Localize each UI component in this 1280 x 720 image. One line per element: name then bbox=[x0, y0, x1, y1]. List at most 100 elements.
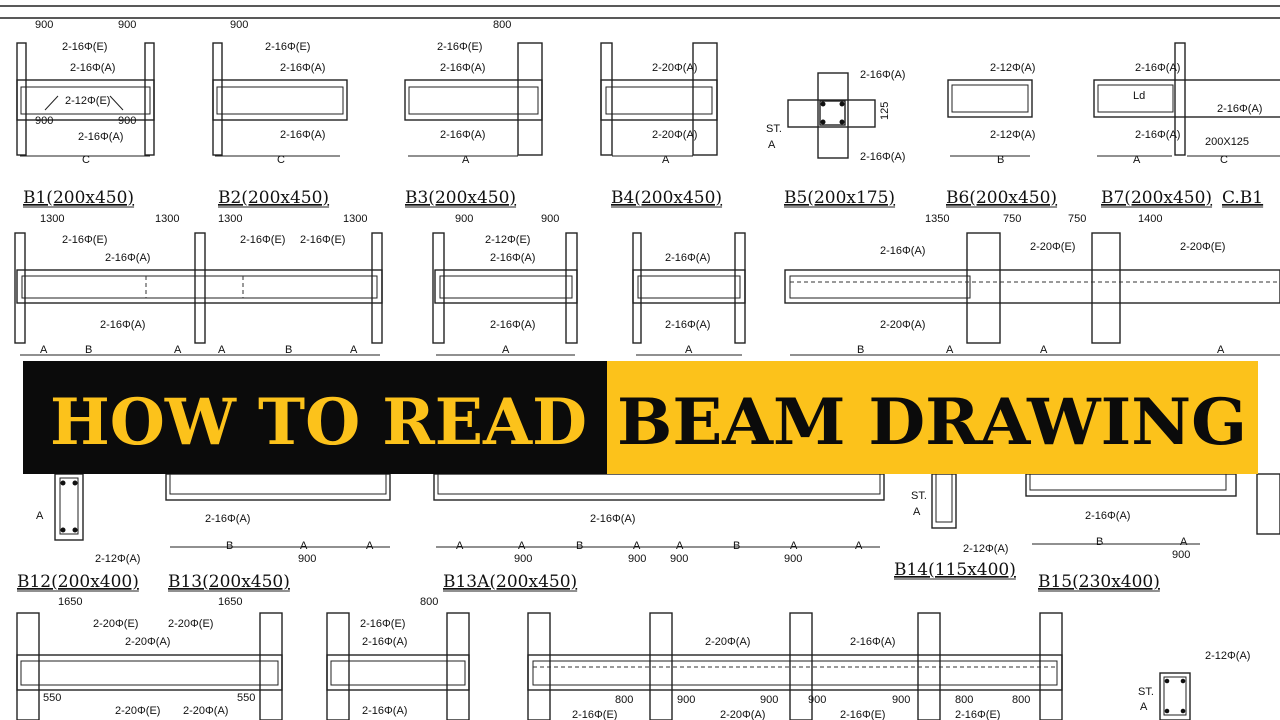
stirrup-outline bbox=[437, 473, 881, 495]
dimension-label: B bbox=[285, 344, 292, 356]
rebar-callout: 2-16Φ(A) bbox=[880, 245, 925, 257]
rebar-callout: 2-20Φ(E) bbox=[1030, 241, 1075, 253]
beam-title: C.B1 bbox=[1222, 188, 1263, 208]
beam-title: B5(200x175) bbox=[784, 188, 895, 208]
dimension-label: 900 bbox=[784, 553, 802, 565]
beam-title: B1(200x450) bbox=[23, 188, 134, 208]
column bbox=[1091, 232, 1121, 344]
rebar-dot bbox=[1164, 708, 1170, 714]
stirrup-outline bbox=[951, 84, 1029, 113]
beam-title: B3(200x450) bbox=[405, 188, 516, 208]
dimension-label: A bbox=[768, 139, 776, 151]
dimension-label: 900 bbox=[118, 115, 136, 127]
dimension-label: 1650 bbox=[218, 596, 242, 608]
dimension-label: 900 bbox=[514, 553, 532, 565]
rebar-callout: 2-16Φ(A) bbox=[1217, 103, 1262, 115]
rebar-callout: 2-16Φ(A) bbox=[362, 705, 407, 717]
stirrup-outline bbox=[532, 660, 1058, 686]
beam-outline bbox=[1256, 473, 1280, 535]
stirrup-outline bbox=[20, 660, 279, 686]
dimension-label: 1300 bbox=[155, 213, 179, 225]
dimension-label: 800 bbox=[1012, 694, 1030, 706]
stirrup-outline bbox=[1029, 473, 1227, 491]
dimension-label: 800 bbox=[615, 694, 633, 706]
dimension-label: A bbox=[790, 540, 798, 552]
beam-outline bbox=[404, 79, 543, 121]
beam-outline bbox=[1093, 79, 1280, 118]
rebar-callout: 2-16Φ(E) bbox=[955, 709, 1000, 720]
banner-black-block bbox=[23, 361, 608, 474]
dimension-label: A bbox=[350, 344, 358, 356]
dimension-label: A bbox=[662, 154, 670, 166]
beam-outline bbox=[600, 79, 718, 121]
rebar-callout: 2-16Φ(E) bbox=[360, 618, 405, 630]
dimension-label: A bbox=[218, 344, 226, 356]
rebar-callout: 2-12Φ(A) bbox=[990, 62, 1035, 74]
rebar-callout: 2-16Φ(E) bbox=[62, 41, 107, 53]
rebar-callout: 2-16Φ(A) bbox=[105, 252, 150, 264]
dimension-label: B bbox=[576, 540, 583, 552]
dimension-label: A bbox=[300, 540, 308, 552]
rebar-callout: ST. bbox=[766, 123, 782, 135]
rebar-callout: 2-20Φ(A) bbox=[720, 709, 765, 720]
beam-title: B6(200x450) bbox=[946, 188, 1057, 208]
rebar-callout: 2-16Φ(E) bbox=[300, 234, 345, 246]
dimension-label: 800 bbox=[955, 694, 973, 706]
section-outline bbox=[54, 473, 84, 541]
dimension-label: A bbox=[946, 344, 954, 356]
rebar-callout: 2-16Φ(A) bbox=[78, 131, 123, 143]
dimension-label: 900 bbox=[118, 19, 136, 31]
dimension-label: A bbox=[518, 540, 526, 552]
dimension-label: 900 bbox=[670, 553, 688, 565]
dimension-label: 750 bbox=[1003, 213, 1021, 225]
rebar-callout: 2-16Φ(A) bbox=[280, 129, 325, 141]
beam-outline bbox=[434, 269, 578, 304]
dimension-label: B bbox=[1096, 536, 1103, 548]
rebar-callout: 2-16Φ(A) bbox=[590, 513, 635, 525]
column bbox=[1174, 42, 1186, 156]
rebar-callout: ST. bbox=[1138, 686, 1154, 698]
rebar-callout: 2-16Φ(A) bbox=[490, 319, 535, 331]
dimension-label: B bbox=[857, 344, 864, 356]
rebar-callout: 2-12Φ(A) bbox=[1205, 650, 1250, 662]
rebar-callout: 2-20Φ(E) bbox=[1180, 241, 1225, 253]
dimension-label: A bbox=[855, 540, 863, 552]
rebar-callout: 2-16Φ(A) bbox=[362, 636, 407, 648]
rebar-callout: 2-12Φ(E) bbox=[65, 95, 110, 107]
beam-outline bbox=[16, 269, 383, 304]
rebar-callout: 2-16Φ(E) bbox=[437, 41, 482, 53]
rebar-callout: 2-16Φ(A) bbox=[850, 636, 895, 648]
dimension-label: A bbox=[913, 506, 921, 518]
dimension-label: 750 bbox=[1068, 213, 1086, 225]
title-banner: HOW TO READ BEAM DRAWING bbox=[23, 361, 1258, 474]
banner-yellow-block bbox=[607, 361, 1258, 474]
dimension-label: C bbox=[277, 154, 285, 166]
dimension-label: B bbox=[226, 540, 233, 552]
dimension-label: A bbox=[36, 510, 44, 522]
beam-outline bbox=[527, 654, 1063, 691]
section-stirrup bbox=[1163, 676, 1187, 716]
stirrup-outline bbox=[1097, 84, 1174, 113]
stirrup-outline bbox=[21, 275, 378, 299]
rebar-callout: 2-16Φ(A) bbox=[490, 252, 535, 264]
dimension-label: 900 bbox=[230, 19, 248, 31]
beam-title: B7(200x450) bbox=[1101, 188, 1212, 208]
rebar-dot bbox=[72, 480, 78, 486]
rebar-callout: 2-16Φ(A) bbox=[860, 151, 905, 163]
dimension-label: C bbox=[1220, 154, 1228, 166]
column bbox=[16, 612, 40, 720]
dimension-label: 1300 bbox=[343, 213, 367, 225]
dimension-label: A bbox=[1140, 701, 1148, 713]
dimension-label: 125 bbox=[879, 102, 891, 120]
rebar-dot bbox=[72, 527, 78, 533]
dimension-label: A bbox=[502, 344, 510, 356]
dimension-label: 1300 bbox=[40, 213, 64, 225]
dimension-label: 900 bbox=[1172, 549, 1190, 561]
beam-outline bbox=[632, 269, 746, 304]
column bbox=[194, 232, 206, 344]
beam-outline bbox=[326, 654, 470, 691]
dimension-label: 900 bbox=[892, 694, 910, 706]
dimension-label: 1350 bbox=[925, 213, 949, 225]
rebar-callout: 2-16Φ(A) bbox=[665, 252, 710, 264]
dimension-label: 550 bbox=[237, 692, 255, 704]
